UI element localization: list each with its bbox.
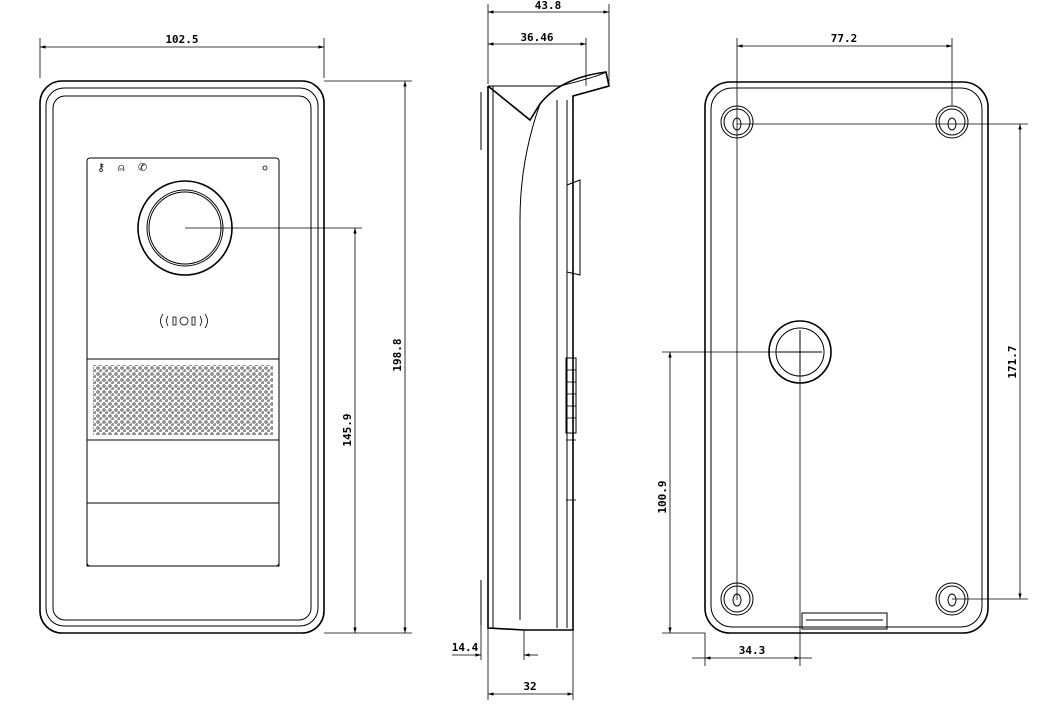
led-icon [262, 165, 268, 171]
dim-label-rear-center-height: 100.9 [656, 480, 669, 513]
dim-label-side-bottom-offset: 14.4 [452, 641, 479, 654]
dim-label-side-bottom-depth: 32 [523, 680, 536, 693]
dim-side-depth-total: 43.8 [487, 0, 610, 84]
side-top-edge [488, 71, 607, 87]
rear-bottom-tab [801, 612, 888, 630]
side-connector [565, 357, 577, 434]
side-view [480, 71, 610, 631]
dim-label-rear-hole-spacing-h: 77.2 [831, 32, 858, 45]
front-view: ⚷ ⍝ ✆ [39, 80, 325, 634]
mounting-hole-top-right [935, 105, 969, 139]
dim-side-bottom-depth: 32 [487, 628, 574, 700]
side-back-curve [519, 103, 541, 620]
call-button-2 [86, 502, 280, 567]
rear-outline [704, 81, 989, 634]
speaker-grille [93, 365, 273, 435]
key-icon: ⚷ [97, 161, 105, 174]
dim-front-width: 102.5 [39, 33, 325, 78]
call-button-1 [86, 439, 280, 504]
front-faceplate [52, 95, 312, 621]
side-camera-bump [566, 179, 581, 276]
dim-camera-height: 145.9 [185, 227, 362, 633]
dim-label-side-depth-top: 36.46 [520, 31, 553, 44]
dim-side-bottom-offset: 14.4 [452, 625, 538, 660]
side-outline [487, 71, 610, 631]
dim-label-rear-center-offset: 34.3 [739, 644, 766, 657]
front-outer-frame [39, 80, 325, 634]
phone-icon: ✆ [138, 161, 147, 174]
dim-front-height: 198.8 [324, 80, 412, 634]
dim-label-side-depth-total: 43.8 [535, 0, 562, 12]
door-icon: ⍝ [118, 161, 125, 174]
dim-label-front-height: 198.8 [391, 338, 404, 371]
dim-label-camera-height: 145.9 [341, 413, 354, 446]
dim-rear-center-height: 100.9 [656, 351, 800, 634]
dim-label-front-width: 102.5 [165, 33, 198, 46]
rear-view [704, 81, 989, 634]
front-frame-inner [45, 87, 319, 627]
front-module [86, 157, 280, 567]
dim-rear-hole-spacing-h: 77.2 [736, 32, 953, 600]
rfid-icon [160, 313, 208, 329]
dim-rear-center-offset: 34.3 [692, 352, 812, 666]
dim-rear-hole-spacing-v: 171.7 [737, 123, 1028, 600]
dim-side-depth-top: 36.46 [488, 31, 587, 86]
dim-label-rear-hole-spacing-v: 171.7 [1006, 345, 1019, 378]
